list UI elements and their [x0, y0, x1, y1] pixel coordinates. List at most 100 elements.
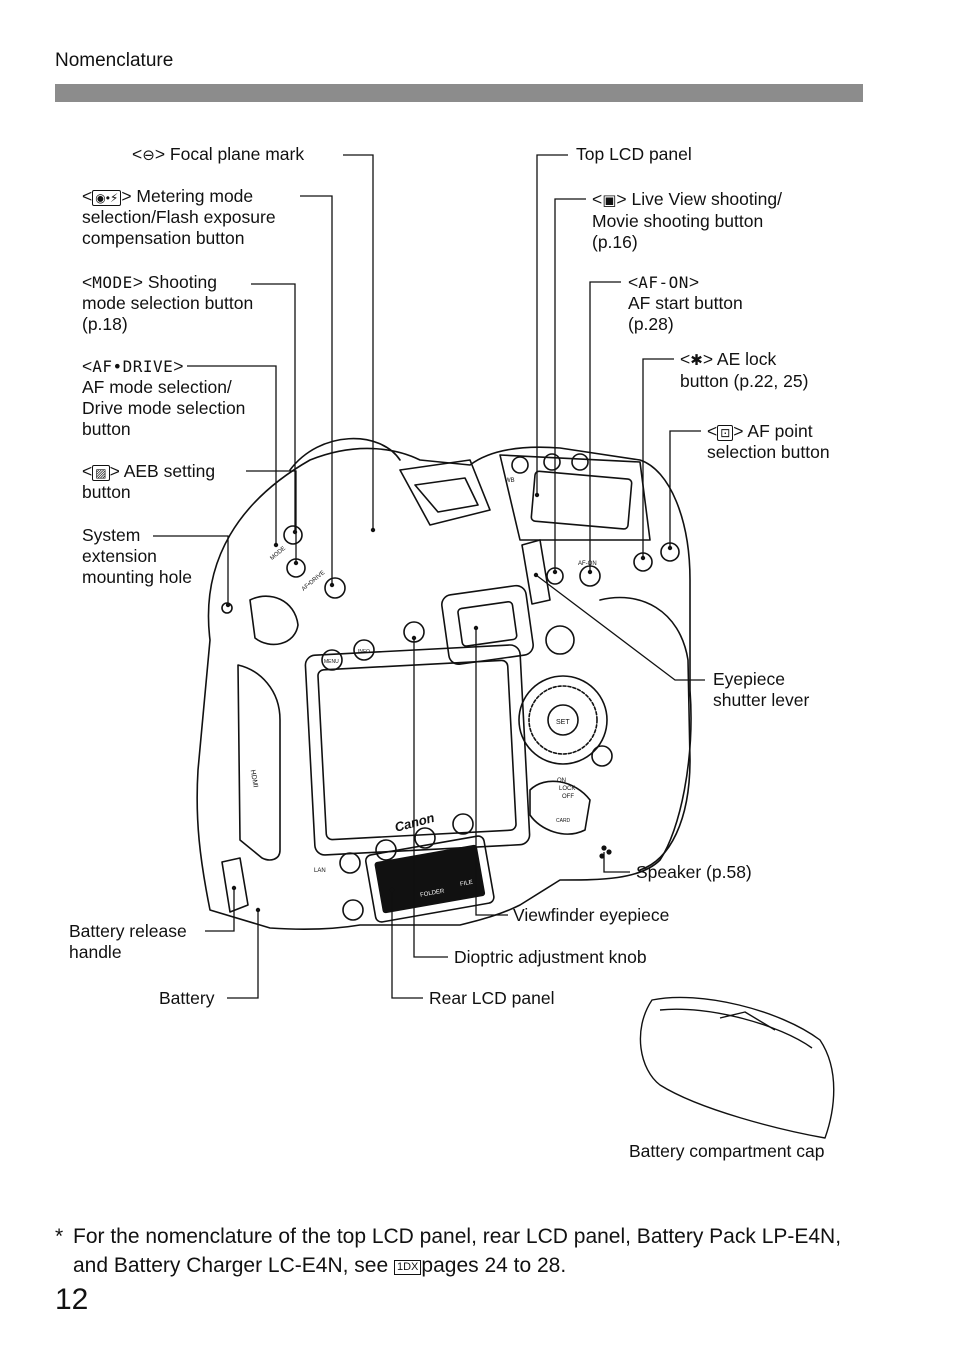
- label-af-point: <⊡> AF point selection button: [707, 421, 830, 462]
- leader-afon: [589, 281, 621, 572]
- label-af-drive: <AF•DRIVE> AF mode selection/ Drive mode…: [82, 356, 246, 439]
- leader-speaker: [603, 852, 630, 873]
- menu-button: [321, 649, 343, 671]
- section-title-bar: [55, 84, 863, 102]
- footnote: * For the nomenclature of the top LCD pa…: [55, 1222, 875, 1280]
- leader-dioptric: [413, 638, 448, 958]
- af-drive-marking: AF•DRIVE: [301, 570, 326, 593]
- label-live-view: <▣> Live View shooting/ Movie shooting b…: [592, 189, 782, 252]
- label-rear-lcd: Rear LCD panel: [429, 988, 555, 1008]
- footnote-star: *: [55, 1225, 64, 1248]
- rear-button-1: [339, 852, 361, 874]
- leader-aeb: [246, 470, 297, 563]
- leader-rear-lcd: [391, 890, 423, 999]
- leader-afdrive: [187, 365, 277, 545]
- section-title: Nomenclature: [55, 50, 174, 71]
- label-speaker: Speaker (p.58): [636, 862, 752, 882]
- rear-button-5: [342, 899, 364, 921]
- leader-focal-plane: [343, 154, 374, 530]
- hot-shoe: [399, 459, 491, 526]
- grip-outline: [599, 596, 691, 871]
- camera-body-outline: [196, 446, 692, 931]
- mode-dial: [249, 595, 299, 646]
- battery-cap-outline: [639, 996, 835, 1139]
- rear-lcd-screen: [317, 659, 517, 841]
- speaker-dot-2: [606, 849, 612, 855]
- camera-body-drawing: [196, 437, 692, 931]
- viewfinder-eyepiece-frame: [441, 584, 534, 666]
- leader-viewfinder: [475, 628, 508, 916]
- af-on-marking: AF-ON: [578, 561, 597, 567]
- file-marking-overlay: FILE: [460, 880, 474, 888]
- label-metering-mode: <◉•⚡> Metering mode selection/Flash expo…: [82, 186, 276, 248]
- label-viewfinder-eyepiece: Viewfinder eyepiece: [513, 905, 670, 925]
- leader-aelock: [642, 358, 674, 558]
- rear-button-3: [414, 827, 436, 849]
- label-top-lcd: Top LCD panel: [576, 144, 692, 164]
- page-number: 12: [55, 1283, 89, 1316]
- rear-button-6: [591, 745, 613, 767]
- footnote-text: For the nomenclature of the top LCD pane…: [73, 1225, 842, 1277]
- lock-marking: LOCK: [559, 786, 575, 792]
- system-extension-hole: [221, 602, 233, 614]
- leader-eyepiece-shutter: [535, 574, 705, 681]
- leader-liveview: [554, 198, 586, 572]
- af-point-icon: ⊡: [717, 425, 734, 441]
- leader-metering: [300, 195, 333, 585]
- top-button-1: [511, 456, 529, 474]
- top-lcd-housing: [499, 454, 651, 541]
- lan-marking: LAN: [314, 868, 326, 874]
- aeb-icon: ▨: [92, 465, 110, 481]
- label-ae-lock: <✱> AE lock button (p.22, 25): [680, 349, 809, 391]
- top-button-3: [571, 453, 589, 471]
- focal-plane-icon: ⊖: [142, 147, 155, 164]
- card-marking: CARD: [556, 818, 571, 824]
- folder-marking-overlay: FOLDER: [420, 888, 446, 898]
- live-view-icon: ▣: [602, 192, 617, 209]
- leader-mode: [251, 283, 296, 532]
- metering-flash-icon: ◉•⚡: [92, 190, 122, 206]
- af-drive-code: AF•DRIVE: [92, 357, 174, 376]
- top-lcd-window: [530, 470, 633, 530]
- battery-release-handle: [221, 857, 249, 913]
- leader-system: [153, 535, 229, 605]
- mode-button: [283, 525, 303, 545]
- label-battery-cap: Battery compartment cap: [629, 1141, 825, 1161]
- af-drive-button: [324, 577, 346, 599]
- mode-marking: MODE: [269, 546, 287, 562]
- speaker-dot-1: [601, 845, 607, 851]
- eyepiece-shutter-lever: [521, 539, 551, 605]
- mode-code: MODE: [92, 273, 133, 292]
- off-marking: OFF: [562, 794, 574, 800]
- top-button-2: [543, 453, 561, 471]
- af-on-code: AF-ON: [638, 273, 689, 292]
- set-marking: SET: [556, 719, 570, 726]
- rear-lcd-panel-fill: [374, 844, 486, 914]
- callout-dots: [225, 492, 673, 913]
- rear-lcd-panel-strip: [364, 835, 495, 923]
- leader-battery-release: [205, 888, 235, 932]
- info-button: [353, 639, 375, 661]
- leader-top-lcd: [536, 154, 568, 495]
- rear-button-2: [375, 839, 397, 861]
- label-focal-plane-mark: <⊖> Focal plane mark: [132, 144, 305, 164]
- leader-afpoint: [669, 430, 701, 548]
- rear-button-4: [452, 813, 474, 835]
- quick-control-dial: [518, 675, 608, 765]
- on-marking: ON: [557, 778, 566, 784]
- wb-marking: WB: [505, 478, 515, 484]
- hdmi-marking: HDMI: [249, 769, 259, 788]
- speaker-dot-3: [599, 853, 605, 859]
- footnote-text-end: pages 24 to 28.: [421, 1254, 567, 1277]
- label-af-on: <AF-ON> AF start button (p.28): [628, 272, 743, 334]
- multi-controller: [545, 625, 575, 655]
- label-aeb-setting: <▨> AEB setting button: [82, 461, 216, 502]
- info-marking: INFO: [358, 649, 370, 655]
- ae-lock-icon: ✱: [690, 352, 703, 369]
- label-eyepiece-shutter: Eyepiece shutter lever: [713, 669, 810, 710]
- battery-cap-drawing: [639, 996, 835, 1139]
- label-dioptric-knob: Dioptric adjustment knob: [454, 947, 647, 967]
- menu-marking: MENU: [324, 659, 339, 665]
- label-system-extension: System extension mounting hole: [82, 525, 192, 587]
- power-switch: [529, 780, 591, 835]
